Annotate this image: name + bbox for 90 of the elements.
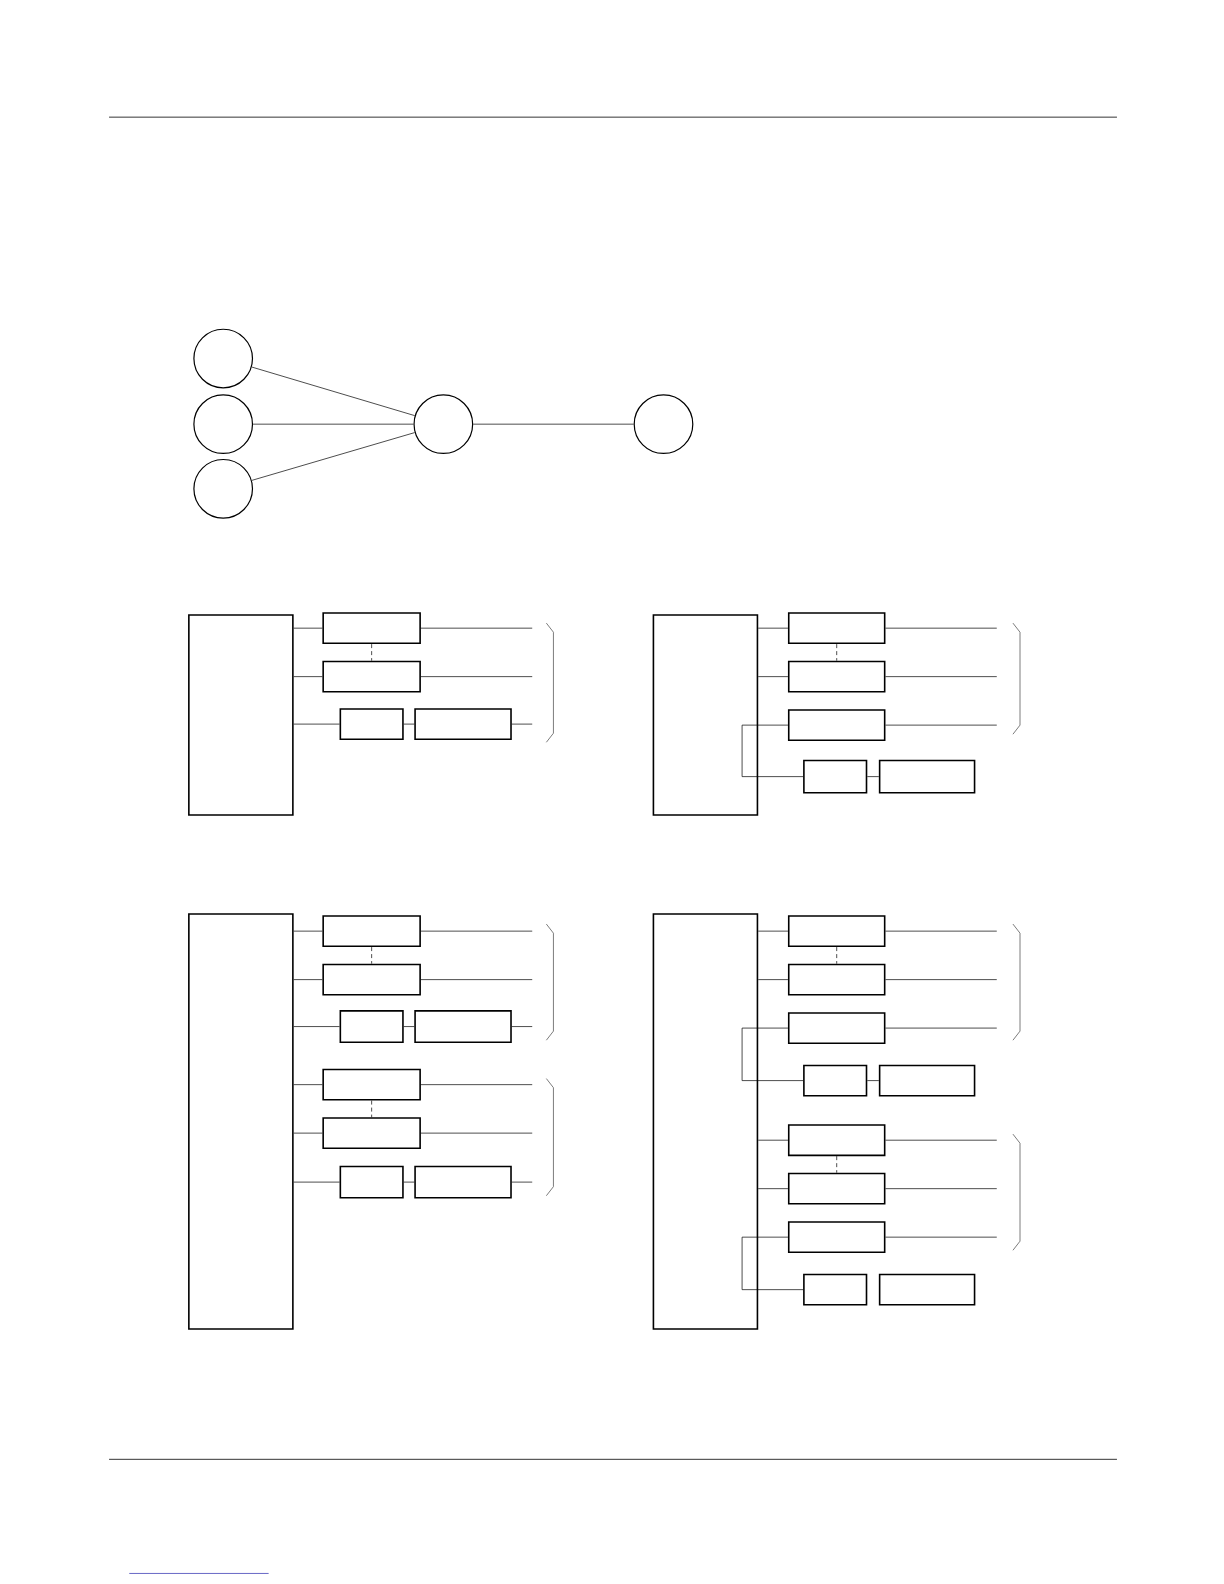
connector-line xyxy=(836,643,838,662)
block-box xyxy=(787,915,886,948)
connector-line xyxy=(866,776,880,777)
connector-line xyxy=(757,1139,789,1141)
connector-line xyxy=(885,1188,998,1189)
connector-line xyxy=(420,1132,533,1134)
block-box xyxy=(803,1064,868,1097)
block-box xyxy=(878,1273,976,1306)
connector-line xyxy=(885,724,998,726)
block-box xyxy=(322,1117,421,1150)
block-box xyxy=(188,913,294,1330)
connector-line xyxy=(885,676,998,677)
block-box xyxy=(322,1068,421,1101)
connector-line xyxy=(371,1100,372,1118)
connector-line xyxy=(885,1139,998,1141)
block-box xyxy=(339,1165,404,1199)
connector-line xyxy=(403,1181,415,1183)
connector-line xyxy=(741,1027,804,1081)
connector-line xyxy=(757,676,789,677)
connector-line xyxy=(293,1026,340,1027)
block-box xyxy=(878,1064,976,1097)
block-box xyxy=(787,660,886,693)
block-box xyxy=(787,1012,886,1045)
connector-line xyxy=(293,979,323,980)
connector-line xyxy=(885,1236,998,1238)
connector-line xyxy=(741,1236,804,1290)
circle-node xyxy=(193,394,254,455)
block-box xyxy=(652,913,759,1330)
connector-line xyxy=(371,946,372,964)
block-box xyxy=(803,759,868,794)
block-box xyxy=(787,1221,886,1254)
block-box xyxy=(339,708,404,741)
connector-line xyxy=(251,432,416,481)
connector-line xyxy=(420,676,533,677)
connector-line xyxy=(251,366,416,416)
block-box xyxy=(188,614,294,816)
connector-line xyxy=(420,1084,533,1085)
connector-line xyxy=(472,423,634,425)
block-box xyxy=(878,759,976,794)
connector-line xyxy=(885,627,998,629)
connector-line xyxy=(252,423,414,425)
connector-line xyxy=(866,1080,880,1081)
connector-line xyxy=(371,643,372,662)
block-box xyxy=(339,1010,404,1044)
connector-line xyxy=(885,979,998,980)
block-box xyxy=(787,963,886,996)
block-box xyxy=(414,708,512,741)
block-box xyxy=(322,915,421,948)
connector-line xyxy=(403,723,415,725)
connector-line xyxy=(741,724,804,777)
circle-node xyxy=(193,328,254,389)
connector-line xyxy=(741,724,789,726)
connector-line xyxy=(885,930,998,932)
connector-line xyxy=(420,979,533,980)
connector-line xyxy=(757,627,789,629)
connector-line xyxy=(293,676,323,677)
circle-node xyxy=(193,458,254,519)
connector-line xyxy=(757,979,789,980)
block-box xyxy=(414,1165,512,1199)
block-box xyxy=(803,1273,868,1306)
connector-line xyxy=(420,930,533,932)
block-box xyxy=(414,1010,512,1044)
block-box xyxy=(322,612,421,645)
connector-line xyxy=(511,723,533,725)
circle-node xyxy=(633,394,694,455)
connector-line xyxy=(511,1181,533,1183)
connector-line xyxy=(403,1026,415,1027)
connector-line xyxy=(885,1027,998,1029)
connector-line xyxy=(293,1084,323,1085)
circle-node xyxy=(413,394,474,455)
block-box xyxy=(787,612,886,645)
block-box xyxy=(787,1124,886,1157)
connector-line xyxy=(293,723,340,725)
connector-line xyxy=(293,930,323,932)
connector-line xyxy=(511,1026,533,1027)
connector-line xyxy=(757,1188,789,1189)
block-box xyxy=(322,963,421,996)
block-box xyxy=(322,660,421,693)
connector-line xyxy=(741,1236,789,1238)
block-box xyxy=(652,614,759,816)
block-box xyxy=(787,1172,886,1205)
connector-line xyxy=(293,627,323,629)
connector-line xyxy=(293,1132,323,1134)
connector-line xyxy=(420,627,533,629)
block-box xyxy=(787,709,886,742)
connector-line xyxy=(741,1027,789,1029)
connector-line xyxy=(757,930,789,932)
connector-line xyxy=(836,1155,838,1174)
connector-line xyxy=(293,1181,340,1183)
connector-line xyxy=(836,946,838,964)
